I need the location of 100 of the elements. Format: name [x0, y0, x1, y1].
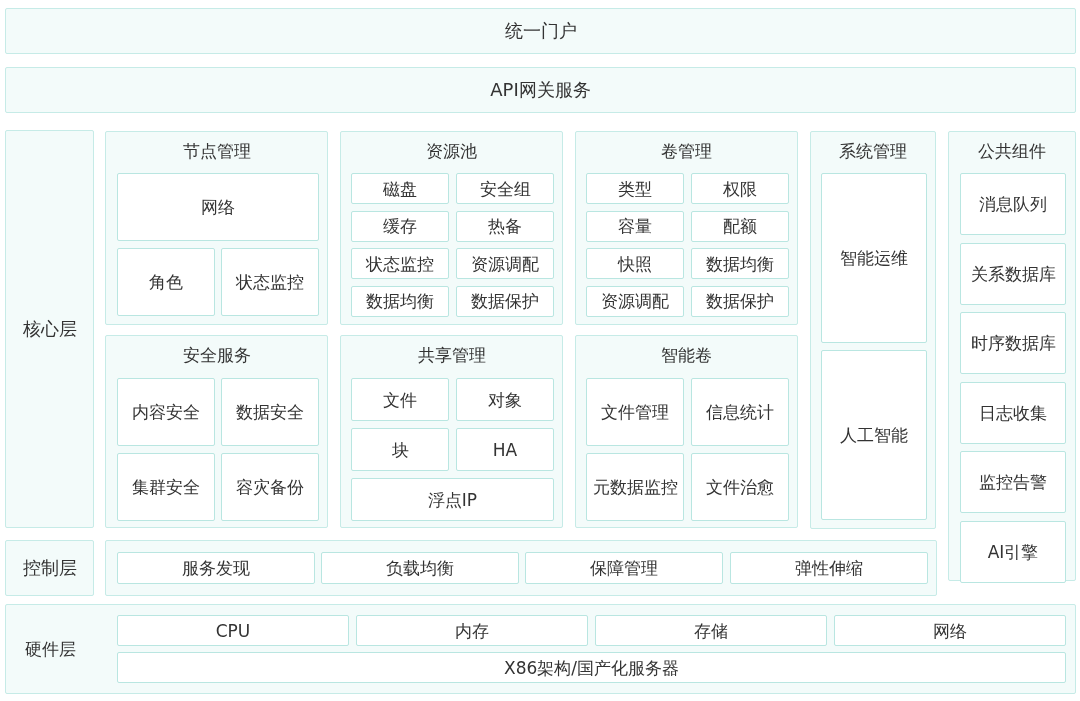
module-box [691, 210, 789, 242]
group-title: 节点管理 [181, 140, 252, 163]
module-box [960, 520, 1066, 583]
module-label: 人工智能 [839, 423, 909, 447]
module-box [351, 428, 449, 471]
module-box [730, 552, 928, 584]
module-box [586, 378, 684, 446]
module-box [595, 615, 827, 646]
module-label: AI引擎 [986, 540, 1040, 563]
module-box [351, 210, 449, 242]
module-label: 服务发现 [181, 556, 251, 580]
module-label: 权限 [722, 177, 758, 200]
group-panel [948, 131, 1076, 581]
module-box [456, 285, 554, 317]
module-label: 数据均衡 [365, 289, 435, 313]
group-title: 智能卷 [660, 344, 713, 367]
module-box [356, 615, 588, 646]
module-box [221, 248, 319, 316]
module-label: HA [491, 439, 519, 460]
module-box [691, 173, 789, 204]
module-box [586, 173, 684, 204]
module-box [691, 248, 789, 279]
module-label: 元数据监控 [591, 475, 679, 499]
module-box [960, 451, 1066, 513]
group-panel [340, 131, 563, 325]
module-box [351, 478, 554, 521]
module-box [117, 453, 215, 521]
layer-title: 控制层 [21, 556, 78, 580]
module-label: 资源调配 [600, 289, 670, 313]
layer-title: 统一门户 [503, 19, 578, 43]
module-box [525, 552, 723, 584]
module-label: 内容安全 [131, 400, 201, 424]
module-box [960, 242, 1066, 305]
module-label: 内存 [454, 619, 490, 642]
module-label: 容灾备份 [235, 475, 305, 499]
layer-band [105, 540, 937, 596]
module-label: 文件治愈 [705, 475, 775, 499]
group-panel [105, 131, 328, 325]
module-label: 安全组 [478, 177, 532, 200]
group-panel [575, 335, 798, 528]
module-box [586, 285, 684, 317]
module-box [351, 173, 449, 204]
module-label: 信息统计 [705, 400, 775, 424]
layer-bar [5, 8, 1076, 54]
module-label: 智能运维 [839, 246, 909, 270]
module-box [691, 378, 789, 446]
module-label: 类型 [617, 177, 653, 200]
module-box [691, 453, 789, 521]
group-title: 系统管理 [838, 140, 908, 163]
module-box [351, 378, 449, 421]
module-box [221, 378, 319, 446]
module-label: 存储 [693, 619, 729, 642]
module-label: 网络 [932, 619, 968, 642]
module-label: CPU [214, 620, 252, 641]
module-label: 块 [390, 438, 410, 461]
group-title: 硬件层 [24, 637, 77, 661]
module-label: 磁盘 [382, 177, 418, 200]
layer-bar [5, 67, 1076, 113]
module-label: 监控告警 [978, 470, 1048, 494]
module-label: 快照 [616, 252, 653, 275]
module-label: 文件 [382, 388, 418, 411]
group-title: 共享管理 [416, 344, 487, 367]
module-box [117, 652, 1066, 683]
group-panel [810, 131, 936, 529]
module-label: 数据保护 [470, 289, 540, 313]
module-box [117, 248, 215, 316]
module-label: 关系数据库 [969, 262, 1057, 285]
module-label: 配额 [722, 214, 758, 238]
module-label: 弹性伸缩 [794, 556, 864, 580]
group-panel [575, 131, 798, 325]
module-box [351, 285, 449, 317]
layer-label-box [5, 540, 94, 596]
module-box [117, 615, 349, 646]
module-box [821, 173, 927, 343]
module-label: 数据均衡 [705, 252, 775, 275]
module-label: 数据安全 [235, 400, 305, 424]
module-box [960, 173, 1066, 235]
module-box [960, 312, 1066, 374]
module-label: X86架构/国产化服务器 [503, 656, 680, 679]
module-label: 热备 [487, 214, 523, 238]
module-box [834, 615, 1066, 646]
module-label: 时序数据库 [969, 331, 1057, 355]
module-box [586, 210, 684, 242]
module-box [456, 248, 554, 279]
module-label: 日志收集 [978, 401, 1048, 424]
module-label: 状态监控 [235, 270, 305, 294]
module-box [960, 381, 1066, 444]
module-label: 数据保护 [705, 289, 775, 313]
layer-title: API网关服务 [489, 78, 592, 102]
module-label: 角色 [148, 270, 184, 294]
module-label: 浮点IP [426, 488, 479, 511]
group-panel [340, 335, 563, 528]
module-box [821, 350, 927, 520]
module-box [321, 552, 519, 584]
group-title: 安全服务 [181, 344, 252, 367]
module-box [456, 378, 554, 421]
module-label: 状态监控 [365, 252, 435, 275]
group-title: 资源池 [425, 140, 478, 163]
module-label: 缓存 [382, 214, 418, 238]
group-title: 卷管理 [660, 140, 713, 163]
